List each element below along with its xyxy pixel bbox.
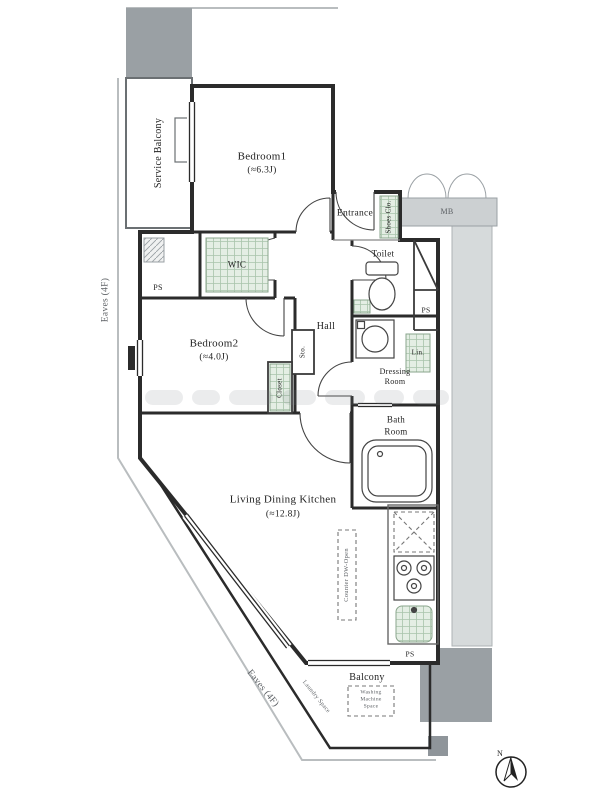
kitchen-counter [387, 504, 439, 645]
ldk-door [299, 412, 351, 464]
watermark-blob [229, 389, 273, 405]
hand-basin [353, 299, 371, 314]
upper-eave-block [126, 8, 192, 78]
windows [128, 102, 392, 668]
bedroom1-label: Bedroom1 [237, 150, 287, 163]
service-balcony-label: Service Balcony [153, 117, 164, 189]
storage-label: Sto. [298, 345, 307, 359]
watermark-blob [145, 389, 183, 405]
bedroom1-size-label: (≈6.3J) [247, 165, 277, 176]
bedroom2-door [245, 297, 285, 337]
dressing-door [317, 361, 353, 397]
ldk-size-label: (≈12.8J) [265, 509, 301, 520]
watermark-blob [325, 389, 365, 405]
watermark-blob [192, 389, 220, 405]
eaves-left-label: Eaves (4F) [100, 277, 111, 323]
toilet-bowl [368, 277, 396, 311]
dashed-markers [337, 511, 435, 717]
ldk-label: Living Dining Kitchen [229, 493, 337, 506]
bedroom1-door [295, 197, 331, 233]
hall-label: Hall [316, 321, 336, 332]
linen-label: Lin. [411, 348, 425, 357]
closet-fill [269, 363, 291, 412]
kitchen-sink [395, 605, 433, 643]
shoes-closet-fill [379, 195, 399, 239]
fixtures [355, 261, 435, 614]
washer-note-line-2: Machine [360, 696, 382, 703]
north-needle-dark [511, 757, 518, 781]
washer-note-line-3: Space [363, 703, 379, 710]
watermark [145, 386, 463, 408]
entrance-label: Entrance [336, 208, 374, 219]
linen-fill [405, 333, 431, 373]
small-pillar-block [428, 736, 448, 756]
watermark-blob [282, 389, 316, 405]
washer-space-box [347, 685, 395, 717]
window-pier [128, 346, 135, 370]
service-balcony-outline [125, 77, 193, 229]
dressing-room-label-1: Dressing [379, 367, 411, 376]
dressing-room-label-2: Room [384, 377, 406, 386]
wic-fill [205, 237, 269, 293]
compass [495, 756, 527, 788]
watermark-blob [374, 389, 404, 405]
right-common-band [451, 225, 493, 647]
counter-overhang [337, 529, 357, 621]
closet-label: Closet [275, 378, 284, 398]
refrigerator-space [393, 511, 435, 553]
washer-note-line-1: Washing [360, 689, 382, 696]
toilet-tank [365, 261, 399, 276]
storage-box [291, 329, 315, 375]
arch-right [447, 173, 487, 199]
entrance-door [335, 191, 375, 231]
arch-left [407, 173, 447, 199]
balcony-label: Balcony [349, 672, 385, 683]
ps-top-label: PS [153, 283, 163, 292]
bedroom2-label: Bedroom2 [189, 337, 239, 350]
bedroom2-size-label: (≈4.0J) [199, 352, 229, 363]
shoes-closet-label: Shoes Clo. [384, 200, 393, 234]
toilet-label: Toilet [371, 248, 395, 259]
wic-label: WIC [227, 259, 247, 270]
ps-right-label: PS [421, 305, 431, 315]
compass-north-label: N [496, 749, 504, 758]
north-needle-light [503, 756, 512, 782]
bath-room-label-1: Bath [386, 414, 406, 425]
sink-tap [410, 606, 418, 614]
counter-label: Counter DW-Open [342, 548, 350, 602]
watermark-blob [413, 389, 449, 405]
ps-shaft-hatch [143, 237, 165, 263]
closet-fills [143, 195, 433, 643]
washer-drum [361, 325, 389, 353]
meter-box-label: MB [440, 207, 454, 216]
ps-bottom-label: PS [405, 649, 415, 659]
bath-room-label-2: Room [384, 426, 408, 437]
